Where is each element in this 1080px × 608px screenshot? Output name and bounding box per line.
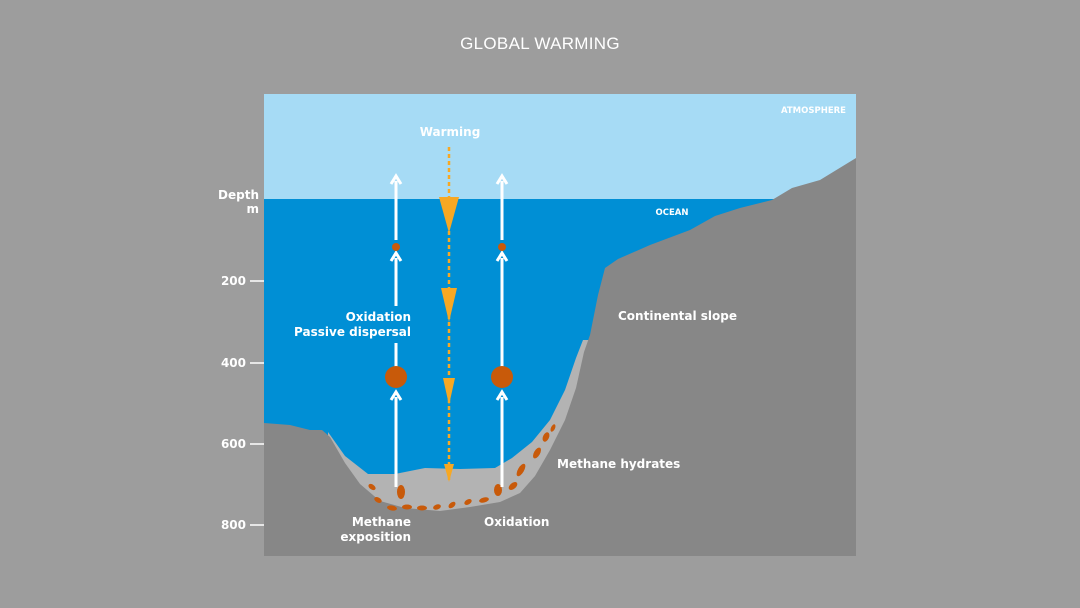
label-atmosphere: ATMOSPHERE — [781, 106, 846, 116]
methane-bubble-small-left — [392, 243, 400, 251]
label-methane-exposition-1: Methane — [352, 515, 411, 529]
seabed — [264, 158, 856, 556]
label-continental-slope: Continental slope — [618, 309, 737, 323]
atmosphere-area — [264, 94, 856, 200]
axis-label-unit: m — [246, 202, 259, 216]
label-passive-dispersal: Passive dispersal — [294, 325, 411, 339]
tick-label: 400 — [221, 356, 246, 370]
methane-bubble-large-left — [385, 366, 407, 388]
label-ocean: OCEAN — [656, 208, 689, 218]
label-methane-exposition-2: exposition — [340, 530, 411, 544]
methane-bubble-large-right — [491, 366, 513, 388]
tick-label: 600 — [221, 437, 246, 451]
diagram-title: GLOBAL WARMING — [460, 34, 620, 53]
tick-label: 200 — [221, 274, 246, 288]
warming-arrow — [439, 147, 459, 482]
methane-rise-arrow-left — [389, 173, 403, 487]
methane-hydrate-deposits — [368, 424, 556, 511]
methane-bubble-small-right — [498, 243, 506, 251]
label-oxidation-upper: Oxidation — [346, 310, 411, 324]
label-warming: Warming — [420, 125, 481, 139]
depth-axis: Depth m 200 400 600 800 — [218, 188, 264, 532]
axis-label-depth: Depth — [218, 188, 259, 202]
label-oxidation-lower: Oxidation — [484, 515, 549, 529]
methane-rise-arrow-right — [495, 173, 509, 487]
tick-label: 800 — [221, 518, 246, 532]
label-methane-hydrates: Methane hydrates — [557, 457, 680, 471]
